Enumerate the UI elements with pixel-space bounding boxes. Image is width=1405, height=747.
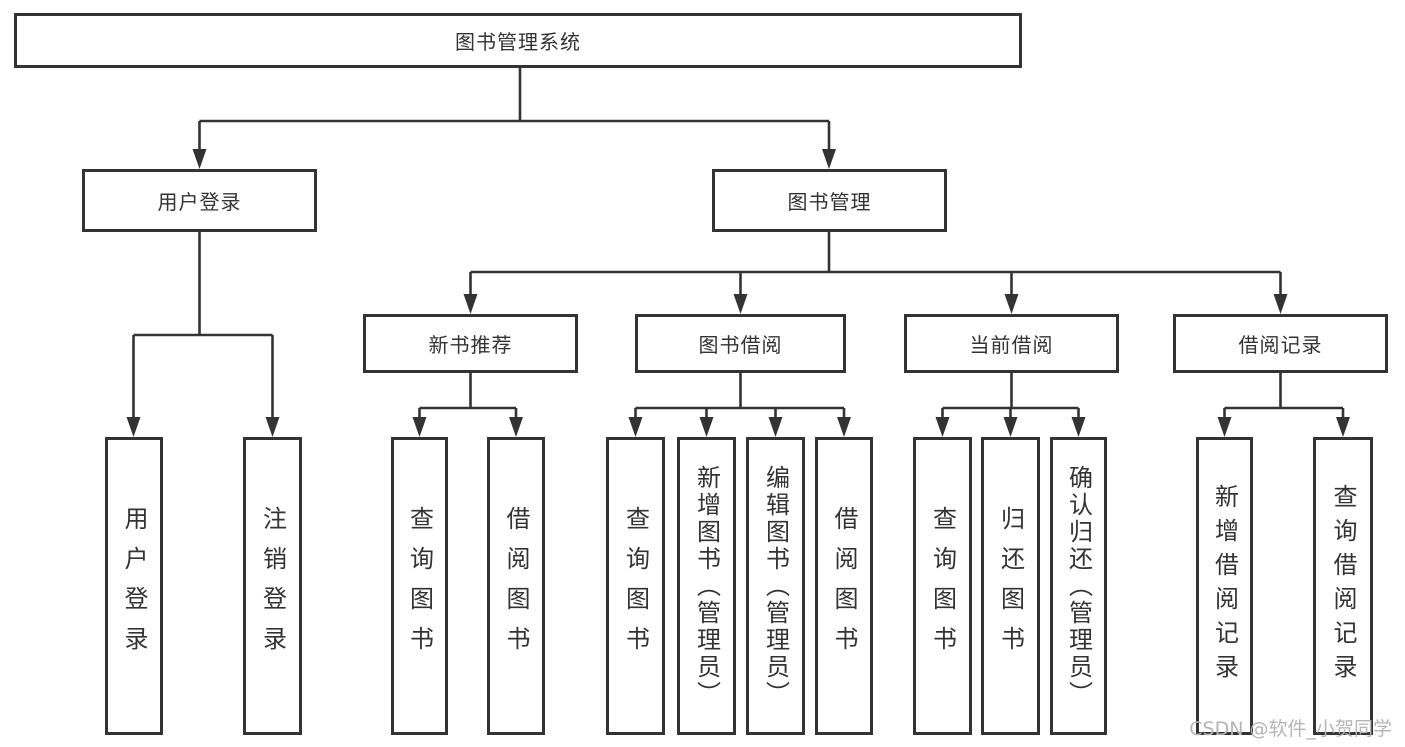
arrowhead-icon (412, 417, 427, 437)
node-label: 新增图书（管理员） (692, 464, 721, 708)
node-label: 图书管理 (787, 190, 872, 214)
arrowhead-icon (699, 417, 714, 437)
leaf-logout: 注销登录 (243, 437, 302, 735)
arrowhead-icon (1004, 294, 1019, 314)
leaf-edit-books-admin: 编辑图书（管理员） (746, 437, 805, 735)
node-user-login: 用户登录 (82, 169, 317, 232)
node-root-library-system: 图书管理系统 (14, 13, 1022, 68)
arrowhead-icon (509, 417, 523, 437)
leaf-query-borrow-record: 查询借阅记录 (1313, 437, 1373, 735)
node-label: 用户登录 (120, 506, 148, 666)
node-new-book-recommendation: 新书推荐 (363, 314, 578, 373)
leaf-user-login: 用户登录 (105, 437, 163, 735)
arrowhead-icon (192, 149, 207, 169)
arrowhead-icon (463, 294, 478, 314)
arrowhead-icon (935, 417, 950, 437)
node-label: 归还图书 (996, 506, 1025, 666)
node-label: 借阅记录 (1238, 333, 1323, 357)
leaf-query-books-recommend: 查询图书 (391, 437, 448, 735)
node-book-borrowing: 图书借阅 (635, 314, 846, 373)
csdn-watermark: CSDN @软件_小贺同学 (1189, 718, 1392, 740)
node-label: 借阅图书 (830, 506, 858, 666)
node-label: 查询图书 (928, 506, 957, 666)
leaf-borrow-books-recommend: 借阅图书 (487, 437, 545, 735)
arrowhead-icon (1003, 417, 1018, 437)
node-label: 查询借阅记录 (1329, 484, 1357, 688)
arrowhead-icon (822, 149, 836, 169)
node-label: 新书推荐 (428, 333, 513, 357)
arrowhead-icon (1273, 294, 1288, 314)
arrowhead-icon (628, 417, 643, 437)
node-label: 确认归还（管理员） (1064, 464, 1093, 708)
node-label: 查询图书 (621, 506, 650, 666)
node-label: 新增借阅记录 (1210, 484, 1239, 688)
arrowhead-icon (1217, 417, 1232, 437)
node-borrowing-records: 借阅记录 (1173, 314, 1388, 373)
leaf-return-books: 归还图书 (981, 437, 1040, 735)
connector-stems (133, 68, 1343, 410)
node-label: 用户登录 (157, 190, 242, 214)
arrowhead-icon (768, 417, 783, 437)
leaf-borrow-books: 借阅图书 (815, 437, 873, 735)
node-label: 查询图书 (405, 506, 434, 666)
leaf-confirm-return-admin: 确认归还（管理员） (1050, 437, 1107, 735)
arrowhead-icon (837, 417, 851, 437)
arrowhead-icon (126, 417, 141, 437)
arrowhead-icon (1071, 417, 1086, 437)
arrow-shafts (132, 121, 1345, 419)
arrowhead-icons (126, 149, 1350, 437)
arrowhead-icon (733, 294, 748, 314)
leaf-query-books-current: 查询图书 (913, 437, 972, 735)
node-label: 当前借阅 (969, 333, 1054, 357)
node-label: 注销登录 (258, 506, 287, 666)
leaf-add-borrow-record: 新增借阅记录 (1196, 437, 1253, 735)
node-book-management: 图书管理 (712, 169, 947, 232)
leaf-add-books-admin: 新增图书（管理员） (677, 437, 736, 735)
node-current-borrowing: 当前借阅 (904, 314, 1119, 373)
arrowhead-icon (265, 417, 280, 437)
leaf-query-books-borrowing: 查询图书 (606, 437, 665, 735)
arrowhead-icon (1336, 417, 1350, 437)
node-label: 图书管理系统 (455, 30, 581, 54)
node-label: 图书借阅 (698, 333, 783, 357)
node-label: 借阅图书 (502, 506, 530, 666)
node-label: 编辑图书（管理员） (761, 464, 790, 708)
